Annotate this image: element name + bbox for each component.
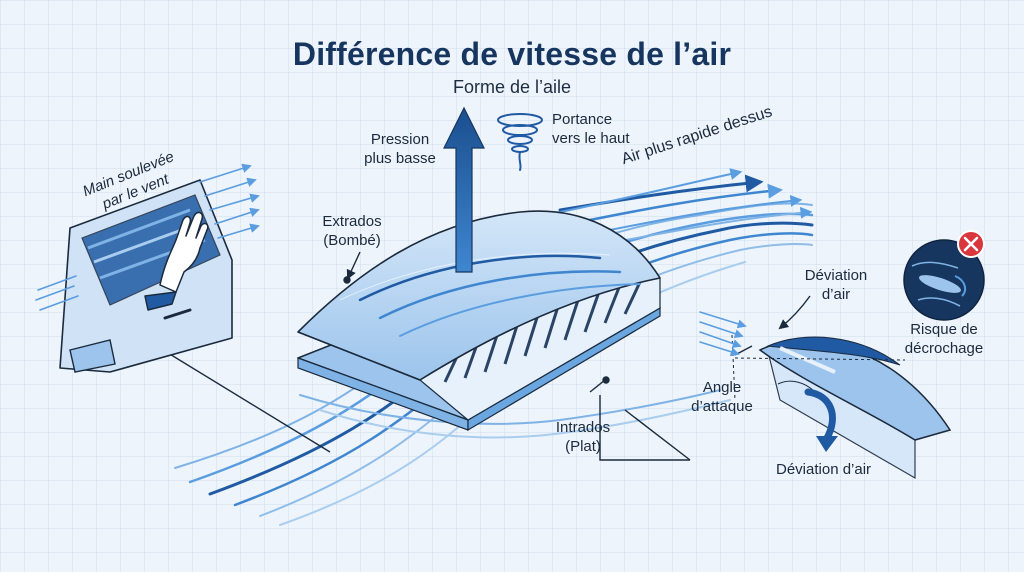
surface-streamlines [358, 254, 641, 337]
label-risque-line2: décrochage [904, 340, 984, 357]
label-pression: Pression plus basse [360, 130, 440, 168]
label-extrados-line2: (Bombé) [323, 232, 381, 249]
label-intrados-line2: (Plat) [565, 438, 601, 455]
label-portance: Portance vers le haut [552, 110, 630, 148]
label-portance-line1: Portance [552, 111, 613, 128]
hand-icon [144, 211, 209, 311]
label-angle-line2: d’attaque [691, 398, 753, 415]
label-angle: Angle d’attaque [686, 378, 758, 416]
vortex-icon [497, 113, 543, 171]
label-angle-line1: Angle [702, 379, 742, 396]
label-pression-line2: plus basse [364, 150, 436, 167]
label-deviation-top: Déviation d’air [796, 266, 876, 304]
label-extrados-line1: Extrados [322, 213, 382, 230]
label-risque-line1: Risque de [910, 321, 978, 338]
close-icon [957, 230, 985, 258]
stall-warning-icon [903, 239, 985, 321]
label-risque: Risque de décrochage [898, 320, 990, 358]
airfoil-angle [731, 334, 952, 480]
deflection-arrow [804, 388, 838, 452]
label-extrados: Extrados (Bombé) [312, 212, 392, 250]
label-deviation-top-line2: d’air [821, 286, 851, 303]
label-intrados: Intrados (Plat) [548, 418, 618, 456]
label-pression-line1: Pression [370, 131, 430, 148]
label-portance-line2: vers le haut [552, 130, 630, 147]
diagram-subtitle: Forme de l’aile [452, 77, 572, 97]
label-deviation-bottom: Déviation d’air [776, 461, 872, 478]
up-arrow-icon [443, 106, 485, 273]
label-intrados-line1: Intrados [555, 419, 611, 436]
label-deviation-top-line1: Déviation [804, 267, 868, 284]
diagram-title: Différence de vitesse de l’air [292, 36, 732, 72]
